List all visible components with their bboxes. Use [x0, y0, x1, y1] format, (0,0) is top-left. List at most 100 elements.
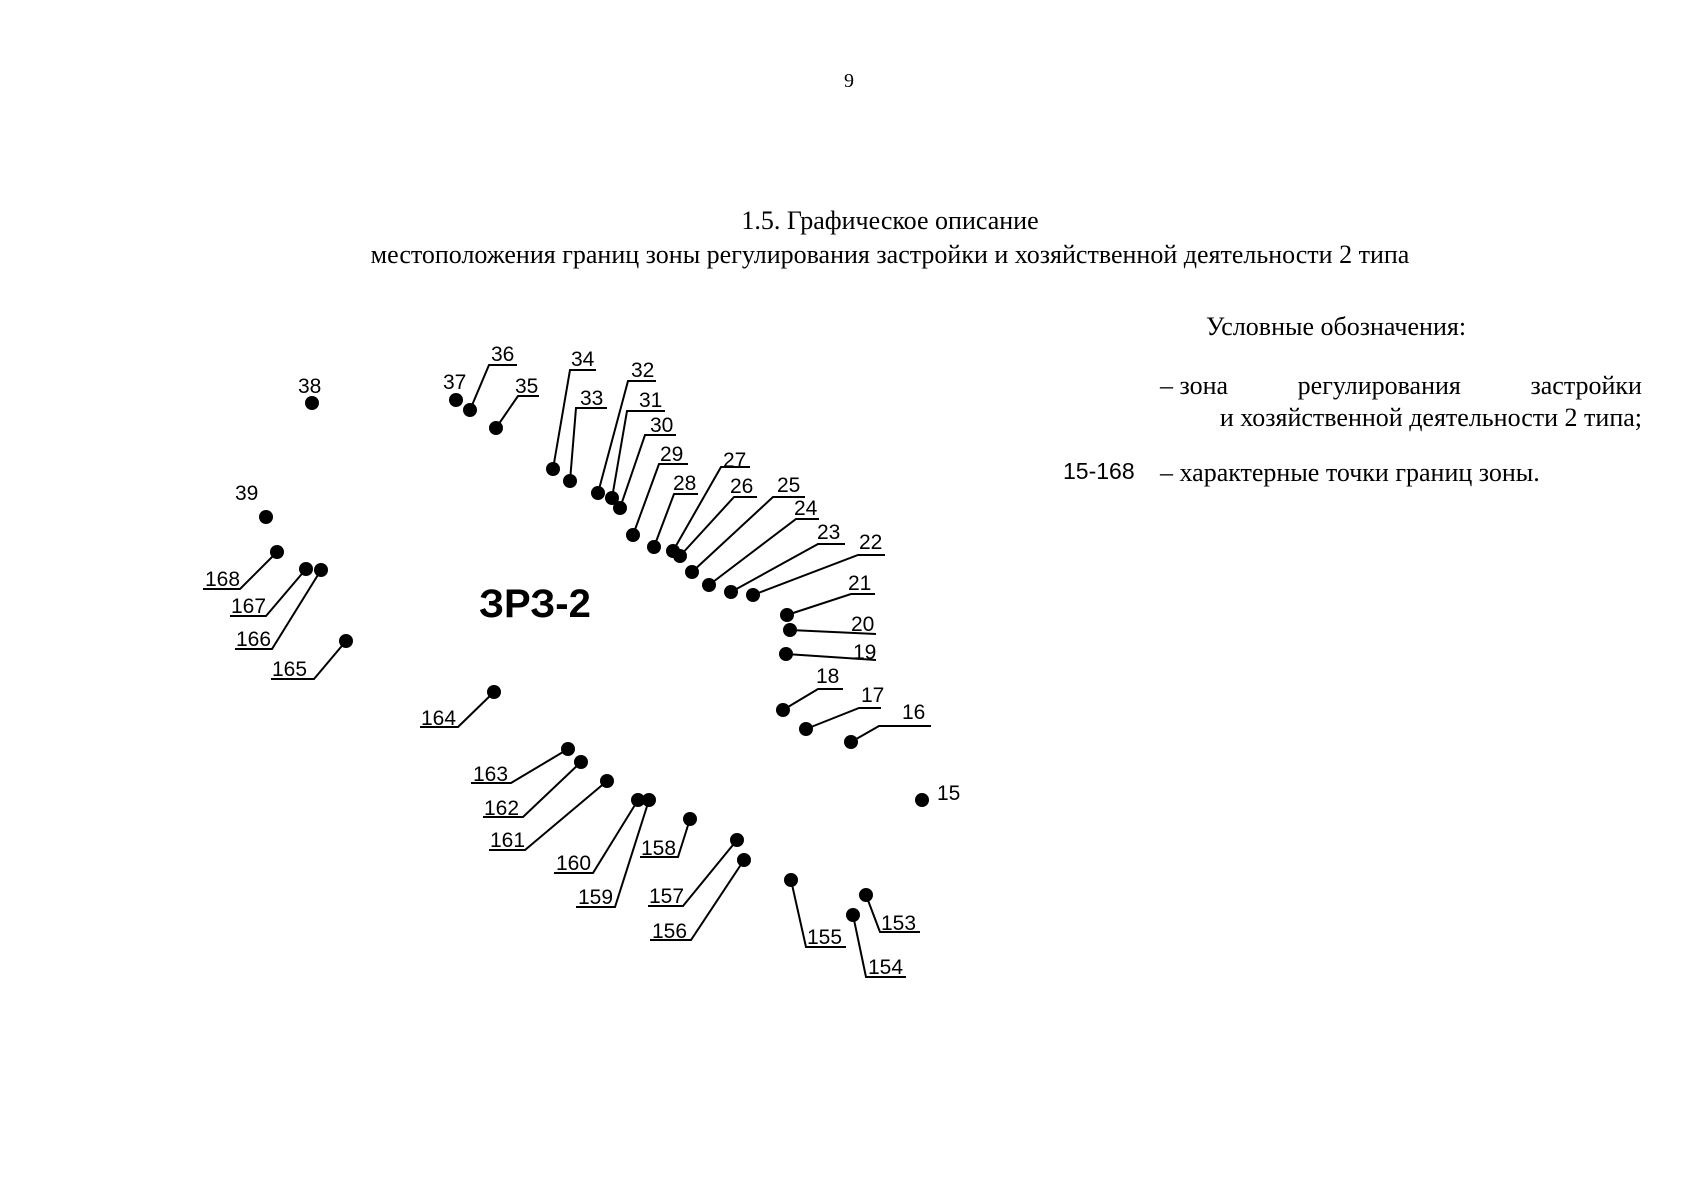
point-label-38: 38: [298, 375, 321, 398]
leader-line-19: [785, 653, 877, 661]
point-marker-161: [600, 774, 614, 788]
point-label-36: 36: [491, 343, 514, 366]
leader-line-153: [865, 894, 920, 933]
point-label-164: 164: [421, 707, 456, 730]
point-label-37: 37: [443, 371, 466, 394]
boundary-point-153: 153: [859, 888, 920, 935]
legend-points-symbol: 15-168: [1063, 458, 1135, 484]
point-marker-17: [799, 722, 813, 736]
leader-line-163: [471, 748, 569, 784]
point-marker-20: [783, 623, 797, 637]
point-marker-22: [746, 588, 760, 602]
point-marker-29: [626, 528, 640, 542]
point-marker-159: [642, 793, 656, 807]
legend-zone-word-3: застройки: [1530, 371, 1642, 400]
point-marker-168: [270, 545, 284, 559]
point-label-157: 157: [649, 885, 684, 908]
point-label-19: 19: [853, 641, 876, 664]
leader-line-162: [483, 761, 582, 818]
point-label-21: 21: [848, 572, 871, 595]
boundary-point-27: 27: [666, 449, 750, 558]
leader-line-168: [203, 551, 278, 590]
legend-zone-word-2: регулирования: [1297, 371, 1461, 400]
point-marker-156: [737, 853, 751, 867]
point-marker-19: [779, 647, 793, 661]
legend-zone-entry: – зона регулирования застройки и хозяйст…: [1160, 370, 1642, 434]
point-label-29: 29: [660, 443, 683, 466]
boundary-point-16: 16: [844, 701, 931, 749]
boundary-point-160: 160: [554, 793, 645, 875]
point-marker-24: [702, 578, 716, 592]
boundary-point-166: 166: [235, 563, 328, 651]
boundary-point-162: 162: [483, 755, 588, 820]
boundary-point-165: 165: [271, 634, 353, 681]
point-marker-157: [730, 833, 744, 847]
point-marker-32: [591, 486, 605, 500]
point-marker-27: [666, 544, 680, 558]
point-label-20: 20: [851, 613, 874, 636]
point-label-30: 30: [650, 414, 673, 437]
boundary-point-154: 154: [846, 908, 906, 979]
legend-title: Условные обозначения:: [1206, 312, 1467, 341]
point-marker-162: [574, 755, 588, 769]
boundary-point-163: 163: [471, 742, 575, 786]
page-title: 1.5. Графическое описание местоположения…: [0, 204, 1698, 272]
point-label-39: 39: [235, 482, 258, 505]
leader-line-16: [850, 725, 931, 743]
point-label-31: 31: [639, 389, 662, 412]
point-label-153: 153: [881, 912, 916, 935]
boundary-point-15: 15: [915, 782, 960, 807]
title-line-1: 1.5. Графическое описание: [741, 206, 1039, 235]
point-marker-163: [561, 742, 575, 756]
boundary-point-19: 19: [779, 641, 876, 664]
leader-line-33: [569, 407, 607, 482]
point-marker-34: [546, 462, 560, 476]
leader-line-30: [619, 434, 676, 509]
leader-line-158: [640, 818, 691, 858]
point-label-167: 167: [231, 595, 266, 618]
boundary-point-17: 17: [799, 684, 884, 736]
legend-zone-line-2: и хозяйственной деятельности 2 типа;: [1219, 403, 1642, 432]
leader-line-18: [782, 688, 843, 711]
point-marker-23: [724, 585, 738, 599]
point-label-18: 18: [816, 665, 839, 688]
leader-line-156: [650, 859, 745, 941]
point-label-34: 34: [571, 348, 595, 371]
title-line-2: местоположения границ зоны регулирования…: [370, 240, 1410, 269]
leader-line-20: [789, 629, 877, 635]
point-marker-154: [846, 908, 860, 922]
point-label-17: 17: [861, 684, 884, 707]
point-marker-37: [449, 393, 463, 407]
leader-line-154: [852, 914, 906, 978]
leader-line-27: [672, 466, 750, 552]
leader-line-160: [554, 799, 639, 874]
point-label-166: 166: [236, 628, 271, 651]
point-label-162: 162: [484, 797, 519, 820]
point-label-16: 16: [902, 701, 925, 724]
point-marker-153: [859, 888, 873, 902]
boundary-point-36: 36: [463, 343, 517, 417]
point-label-33: 33: [580, 387, 603, 410]
point-label-168: 168: [205, 568, 240, 591]
boundary-point-35: 35: [489, 375, 539, 435]
point-label-159: 159: [578, 886, 613, 909]
leader-line-34: [552, 369, 596, 470]
boundary-point-28: 28: [647, 472, 698, 554]
point-marker-15: [915, 793, 929, 807]
point-label-155: 155: [807, 926, 842, 949]
boundary-point-168: 168: [203, 545, 284, 591]
leader-line-23: [730, 543, 845, 593]
leader-line-157: [648, 839, 738, 907]
point-marker-30: [613, 501, 627, 515]
point-marker-33: [563, 474, 577, 488]
point-marker-35: [489, 421, 503, 435]
boundary-point-39: 39: [235, 482, 273, 524]
point-marker-160: [631, 793, 645, 807]
boundary-point-21: 21: [780, 572, 875, 622]
point-marker-38: [305, 396, 319, 410]
boundary-point-20: 20: [783, 613, 877, 637]
page-number: 9: [844, 70, 854, 92]
point-label-35: 35: [515, 375, 538, 398]
leader-line-32: [597, 380, 656, 494]
